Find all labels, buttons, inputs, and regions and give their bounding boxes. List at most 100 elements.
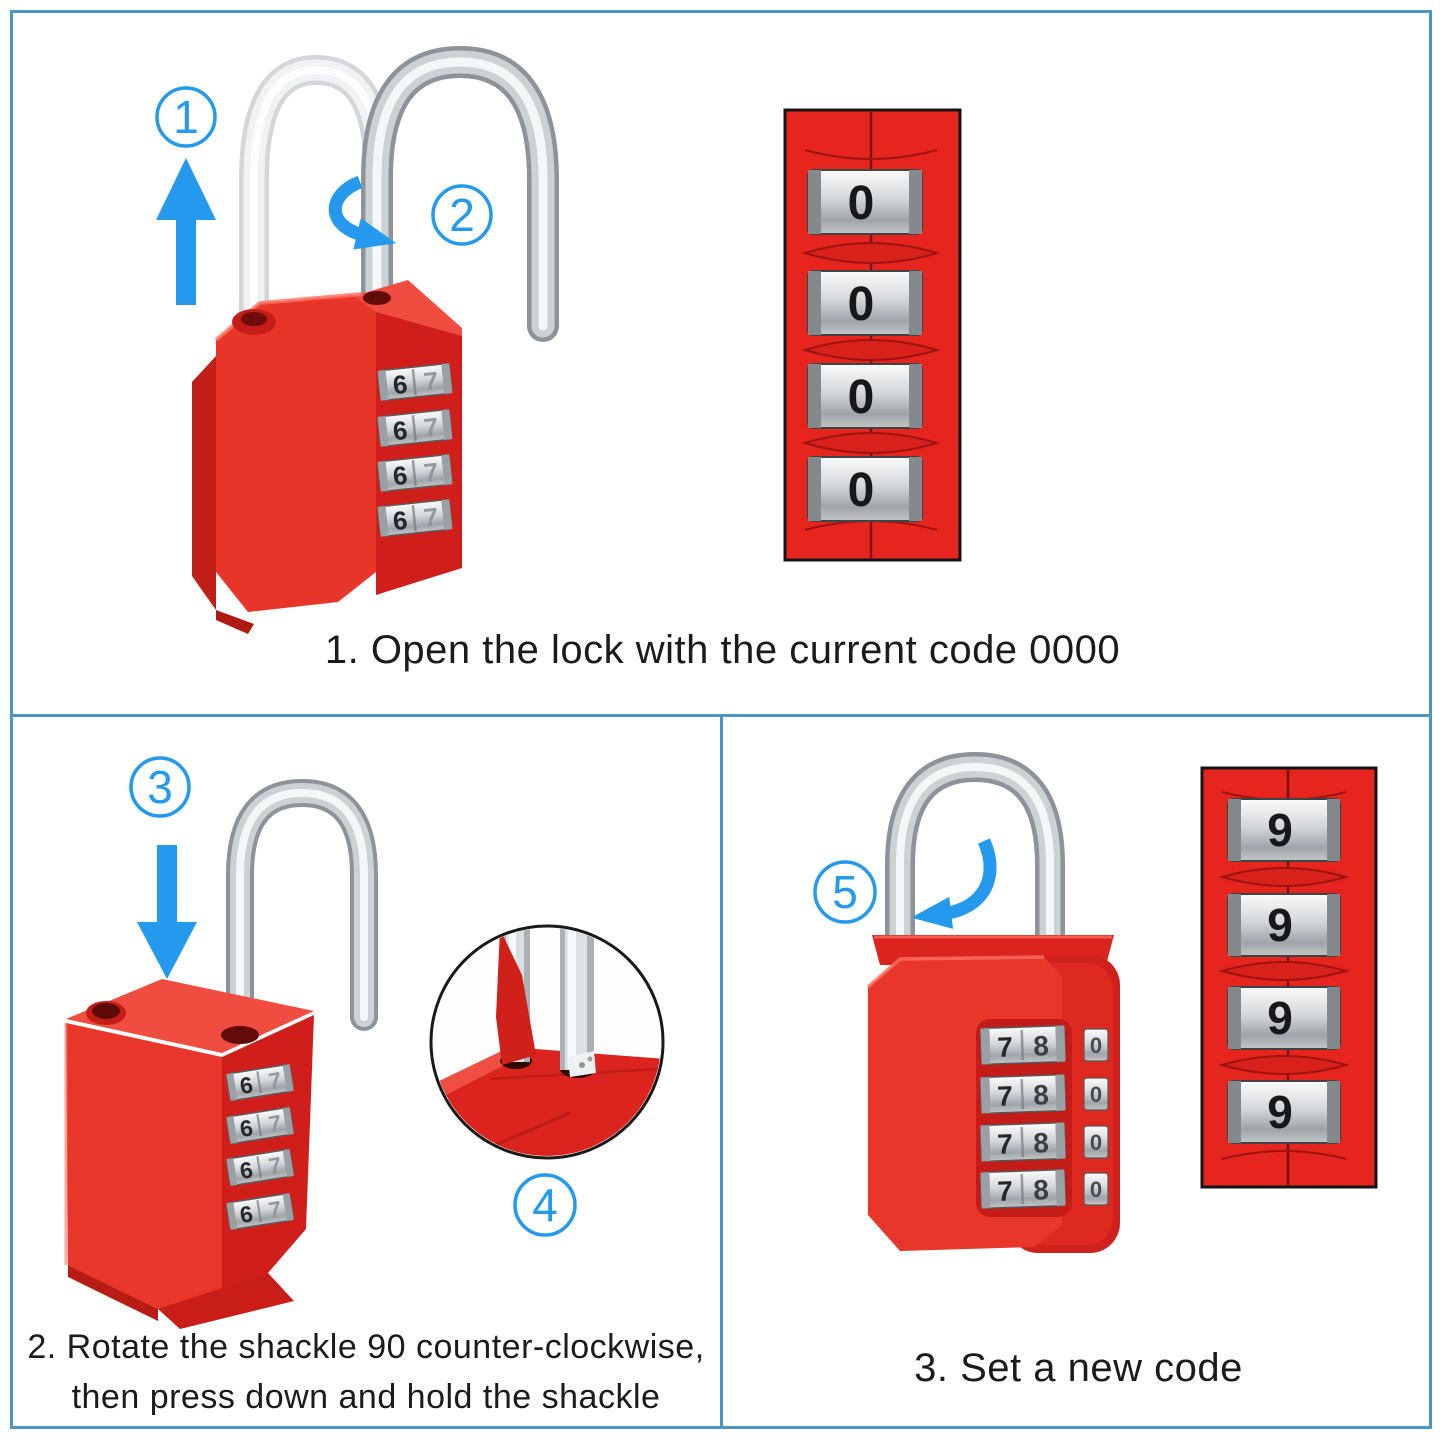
dial-digit-right: 8 (1033, 1030, 1050, 1062)
padlock-closed-shackle (885, 751, 1065, 949)
dial-digit-right: 7 (422, 412, 440, 443)
dial-digit-left: 6 (238, 1200, 255, 1228)
dial-digit-right: 7 (267, 1196, 284, 1224)
marker-circle-2 (431, 184, 493, 246)
dial-digit-left: 6 (391, 460, 409, 491)
marker-circle-1 (155, 86, 217, 148)
step1-panel: 6 7 6 7 6 7 (10, 10, 1435, 717)
closeup-dial-row: 0 (807, 456, 923, 522)
closeup-digit: 9 (1267, 899, 1293, 951)
annotations: 1 2 (155, 86, 493, 305)
dial-row: 6 7 (377, 499, 453, 537)
dial-row: 7 8 (979, 1168, 1067, 1210)
dial-digit-left: 6 (391, 415, 409, 446)
shackle-pivot-hole (363, 291, 391, 305)
step3-panel: 7 8 7 8 7 8 (722, 717, 1435, 1432)
side-dial-digit: 0 (1090, 1130, 1102, 1155)
marker-circle-5 (813, 860, 877, 924)
dial-digit-left: 6 (238, 1071, 255, 1099)
dial-row: 6 7 (226, 1148, 294, 1187)
dial-closeup: 9 9 9 9 (1200, 766, 1378, 1189)
closeup-digit: 0 (848, 278, 875, 331)
marker-number-1: 1 (173, 91, 199, 143)
padlock-open-shackle (361, 45, 559, 342)
padlock-body: 6 7 6 7 6 7 (64, 979, 314, 1329)
dial-digit-left: 7 (997, 1080, 1014, 1112)
step2-panel: 6 7 6 7 6 7 (10, 717, 722, 1432)
step2-caption-line1: 2. Rotate the shackle 90 counter-clockwi… (27, 1328, 705, 1366)
marker-number-5: 5 (832, 866, 858, 918)
step1-caption: 1. Open the lock with the current code 0… (324, 628, 1121, 672)
dial-digit-left: 6 (391, 369, 409, 400)
dial-digit-left: 6 (238, 1156, 255, 1184)
dial-digit-right: 8 (1033, 1079, 1050, 1111)
free-shackle-hole (92, 1003, 120, 1019)
closeup-digit: 0 (848, 177, 875, 230)
padlock-body: 6 7 6 7 6 7 (192, 280, 462, 634)
dial-digit-right: 8 (1033, 1174, 1050, 1206)
dial-digit-right: 7 (422, 366, 440, 397)
dial-digit-left: 7 (997, 1175, 1014, 1207)
dial-digit-right: 8 (1033, 1127, 1050, 1159)
dial-digit-right: 7 (267, 1110, 284, 1138)
dial-row: 6 7 (226, 1106, 294, 1145)
down-arrow-icon (137, 845, 197, 979)
step2-caption-line2: then press down and hold the shackle (71, 1378, 661, 1416)
dial-digit-right: 7 (422, 457, 440, 488)
side-dial-column: 0 0 0 0 (1083, 1028, 1109, 1206)
step2-caption: 2. Rotate the shackle 90 counter-clockwi… (10, 1322, 722, 1422)
side-dial-digit: 0 (1090, 1082, 1102, 1107)
dial-row: 6 7 (377, 409, 453, 447)
vertical-divider (720, 714, 723, 1429)
closeup-dial-row: 9 (1227, 798, 1341, 862)
marker-number-3: 3 (147, 761, 173, 813)
shackle-base-closeup: 4 (429, 924, 665, 1237)
rotate-ccw-arrow-icon (911, 838, 997, 929)
dial-digit-left: 6 (391, 505, 409, 536)
rotate-cw-arrow-icon (328, 175, 397, 250)
shackle-hole (241, 312, 267, 326)
paint-flange (496, 929, 536, 1065)
step1-illustration: 6 7 6 7 6 7 (155, 45, 962, 634)
step2-illustration: 6 7 6 7 6 7 (64, 756, 665, 1329)
closeup-digit: 9 (1267, 992, 1293, 1044)
dial-row: 7 8 (979, 1121, 1067, 1163)
shackle-pivot-hole (221, 1026, 259, 1044)
marker-number-2: 2 (449, 189, 475, 241)
dial-digit-right: 7 (422, 502, 440, 533)
closeup-dial-row: 0 (807, 363, 923, 429)
closeup-dial-row: 0 (807, 270, 923, 336)
closeup-digit: 9 (1267, 1086, 1293, 1138)
dial-digit-left: 7 (997, 1128, 1014, 1160)
closeup-dial-row: 9 (1227, 986, 1341, 1050)
annotations: 3 (129, 756, 197, 979)
closeup-digit: 0 (848, 371, 875, 424)
dial-row: 6 7 (226, 1192, 294, 1231)
side-dial-digit: 0 (1090, 1177, 1102, 1202)
padlock-rotated-shackle (226, 778, 378, 1043)
closeup-digit: 9 (1267, 804, 1293, 856)
dial-digit-right: 7 (267, 1067, 284, 1095)
dial-row: 6 7 (377, 363, 453, 401)
dial-row: 6 7 (226, 1063, 294, 1102)
dial-closeup: 0 0 0 0 (783, 108, 962, 562)
closeup-dial-row: 9 (1227, 893, 1341, 957)
dial-row: 7 8 (979, 1073, 1067, 1115)
closeup-dial-row: 0 (807, 169, 923, 235)
dial-digit-left: 6 (238, 1114, 255, 1142)
dial-row: 6 7 (377, 454, 453, 492)
step3-caption: 3. Set a new code (914, 1346, 1243, 1390)
marker-circle-4 (513, 1173, 577, 1237)
dial-digit-right: 7 (267, 1152, 284, 1180)
up-arrow-icon (156, 158, 216, 305)
closeup-dial-row: 9 (1227, 1080, 1341, 1144)
side-dial-digit: 0 (1090, 1033, 1102, 1058)
dial-digit-left: 7 (997, 1031, 1014, 1063)
marker-circle-3 (129, 756, 191, 818)
padlock-body: 7 8 7 8 7 8 (866, 935, 1120, 1253)
marker-number-4: 4 (532, 1179, 558, 1231)
step3-illustration: 7 8 7 8 7 8 (813, 751, 1378, 1253)
closeup-digit: 0 (848, 464, 875, 517)
annotations: 5 (813, 838, 997, 929)
